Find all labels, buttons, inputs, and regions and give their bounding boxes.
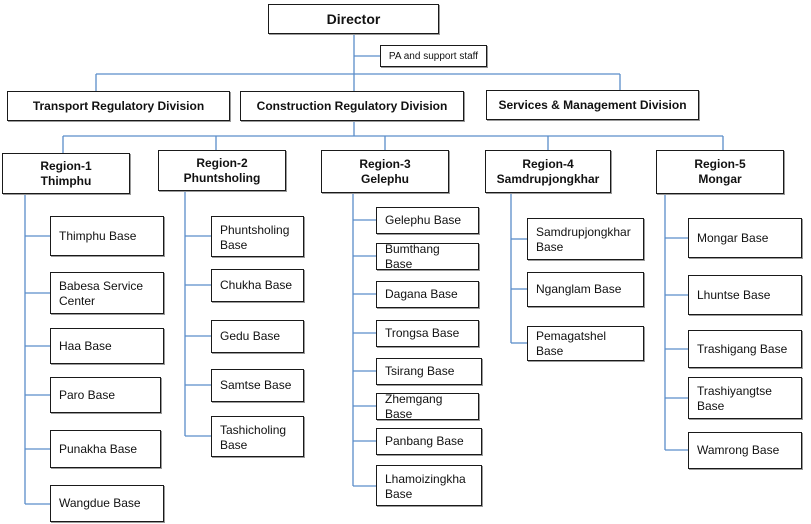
base-box: Lhamoizingkha Base <box>376 465 482 506</box>
base-label: Dagana Base <box>385 287 458 301</box>
base-box: Mongar Base <box>688 218 802 258</box>
base-label: Haa Base <box>59 338 112 353</box>
division-label: Transport Regulatory Division <box>32 98 205 113</box>
base-box: Chukha Base <box>211 269 304 302</box>
base-box: Gelephu Base <box>376 207 479 234</box>
region-4-box: Region-4 Samdrupjongkhar <box>485 150 611 193</box>
base-label: Bumthang Base <box>385 241 440 271</box>
base-label: Wangdue Base <box>59 496 141 510</box>
base-label: Pemagatshel Base <box>536 328 607 358</box>
region-1-box: Region-1 Thimphu <box>2 153 130 194</box>
base-box: Panbang Base <box>376 428 482 455</box>
region-label: Region-2 Phuntsholing <box>183 155 261 185</box>
base-box: Tashicholing Base <box>211 416 304 457</box>
base-label: Tsirang Base <box>385 364 455 378</box>
division-transport: Transport Regulatory Division <box>7 91 230 121</box>
base-label: Trashigang Base <box>697 341 788 356</box>
base-box: Tsirang Base <box>376 358 482 385</box>
region-5-box: Region-5 Mongar <box>656 150 784 194</box>
base-box: Zhemgang Base <box>376 391 479 421</box>
base-label: Gedu Base <box>220 329 281 343</box>
base-label: Punakha Base <box>59 441 138 456</box>
division-label: Services & Management Division <box>498 97 687 112</box>
base-box: Haa Base <box>50 328 164 364</box>
base-label: Panbang Base <box>385 434 464 448</box>
base-label: Trongsa Base <box>385 326 460 340</box>
base-box: Babesa Service Center <box>50 272 164 314</box>
region-3-box: Region-3 Gelephu <box>321 150 449 193</box>
director-label: Director <box>326 10 381 27</box>
division-construction: Construction Regulatory Division <box>240 91 464 121</box>
base-box: Paro Base <box>50 377 161 413</box>
base-label: Lhamoizingkha Base <box>385 472 466 501</box>
base-box: Wamrong Base <box>688 432 802 469</box>
base-label: Paro Base <box>59 387 116 402</box>
division-services: Services & Management Division <box>486 90 699 120</box>
base-label: Mongar Base <box>697 230 769 245</box>
region-label: Region-1 Thimphu <box>40 158 92 188</box>
base-box: Bumthang Base <box>376 241 479 271</box>
base-label: Samdrupjongkhar Base <box>536 225 631 254</box>
base-box: Trongsa Base <box>376 320 479 347</box>
director-box: Director <box>268 4 439 34</box>
base-label: Wamrong Base <box>697 443 780 457</box>
base-box: Lhuntse Base <box>688 275 802 315</box>
region-2-box: Region-2 Phuntsholing <box>158 150 286 191</box>
base-box: Trashigang Base <box>688 330 802 368</box>
division-label: Construction Regulatory Division <box>256 98 448 113</box>
base-label: Trashiyangtse Base <box>697 384 772 413</box>
base-box: Phuntsholing Base <box>211 216 304 257</box>
base-box: Thimphu Base <box>50 216 164 256</box>
base-box: Samtse Base <box>211 369 304 402</box>
base-box: Trashiyangtse Base <box>688 377 802 419</box>
region-label: Region-3 Gelephu <box>359 156 411 186</box>
base-box: Gedu Base <box>211 320 304 353</box>
base-label: Babesa Service Center <box>59 279 144 308</box>
region-label: Region-5 Mongar <box>694 157 746 186</box>
base-box: Wangdue Base <box>50 485 164 522</box>
support-staff-label: PA and support staff <box>388 50 479 62</box>
base-label: Chukha Base <box>220 278 293 292</box>
base-label: Nganglam Base <box>536 282 622 296</box>
region-label: Region-4 Samdrupjongkhar <box>496 156 600 186</box>
base-label: Tashicholing Base <box>220 423 287 452</box>
base-box: Samdrupjongkhar Base <box>527 218 644 260</box>
base-label: Samtse Base <box>220 378 292 392</box>
base-label: Gelephu Base <box>385 213 462 227</box>
base-box: Punakha Base <box>50 430 161 468</box>
base-box: Dagana Base <box>376 281 479 308</box>
support-staff-box: PA and support staff <box>380 45 487 67</box>
base-label: Zhemgang Base <box>385 391 443 421</box>
base-label: Thimphu Base <box>59 228 137 243</box>
base-box: Pemagatshel Base <box>527 326 644 361</box>
base-label: Phuntsholing Base <box>220 223 290 252</box>
base-box: Nganglam Base <box>527 272 644 307</box>
base-label: Lhuntse Base <box>697 287 771 302</box>
